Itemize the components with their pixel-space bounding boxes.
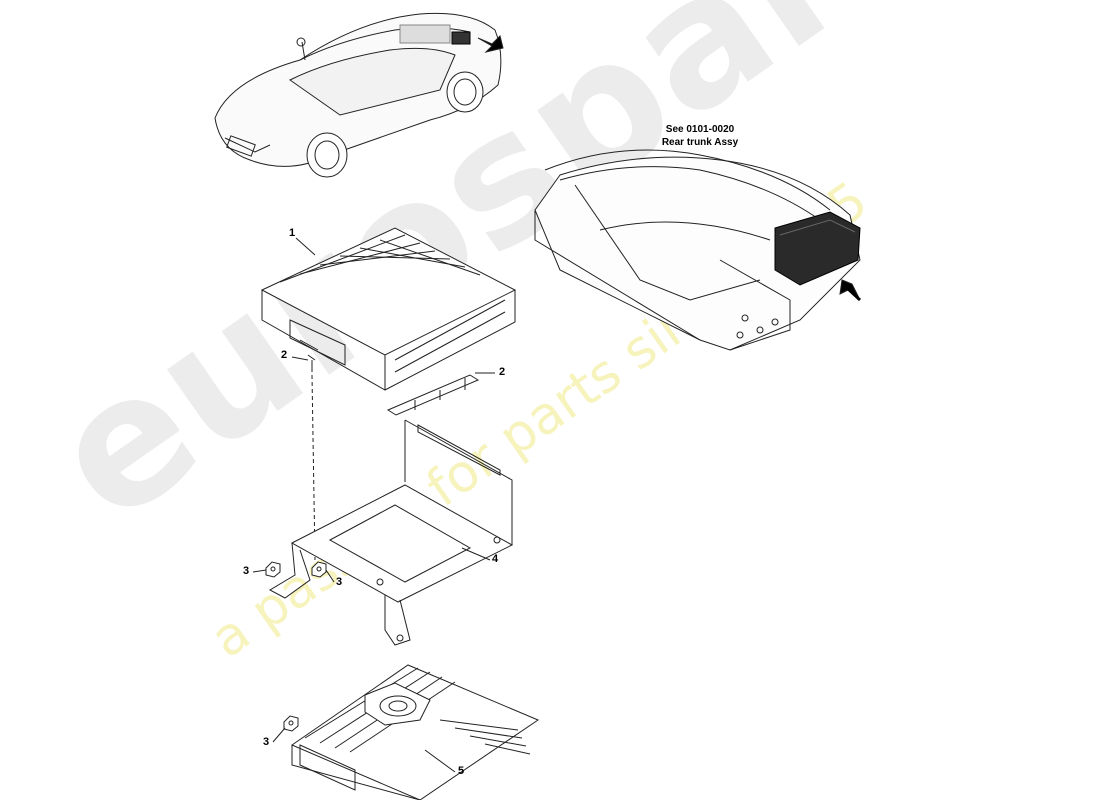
- callout-3: 3: [263, 736, 270, 748]
- callout-3: 3: [243, 565, 250, 577]
- callout-leader-lines: [252, 237, 495, 773]
- rear-trunk-illustration: [534, 149, 862, 351]
- callout-1: 1: [289, 227, 296, 239]
- callout-4: 4: [492, 553, 499, 565]
- callout-5: 5: [458, 765, 465, 777]
- callout-3: 3: [336, 576, 343, 588]
- callout-2: 2: [499, 366, 506, 378]
- callout-2: 2: [281, 349, 288, 361]
- reference-line-2: Rear trunk Assy: [661, 137, 739, 148]
- part-1-amplifier: [260, 227, 517, 391]
- location-arrow-icon: [477, 35, 504, 53]
- part-2-mounting-pins: [307, 354, 480, 561]
- reference-note: See 0101-0020 Rear trunk Assy: [640, 123, 760, 149]
- part-5-heatsink-module: [290, 664, 540, 800]
- part-3-nuts: [265, 561, 327, 732]
- car-overview-illustration: [214, 12, 504, 178]
- reference-line-1: See 0101-0020: [665, 124, 735, 135]
- part-4-bracket: [268, 419, 514, 646]
